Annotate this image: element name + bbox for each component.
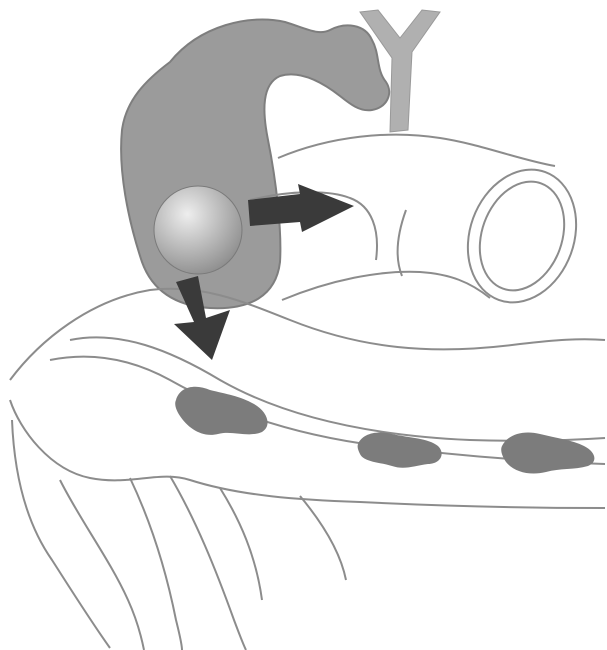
arrow-right-icon [248, 184, 354, 232]
intestine-loops [9, 287, 606, 650]
lesion-middle [357, 432, 442, 468]
duodenum [249, 133, 578, 304]
gallstone-icon [153, 185, 243, 275]
lesion-left [175, 386, 268, 435]
arrow-down-icon [174, 276, 230, 360]
intestinal-lesions [175, 386, 595, 474]
bile-duct [359, 9, 441, 133]
gallbladder [120, 18, 391, 310]
lesion-right [501, 432, 595, 474]
